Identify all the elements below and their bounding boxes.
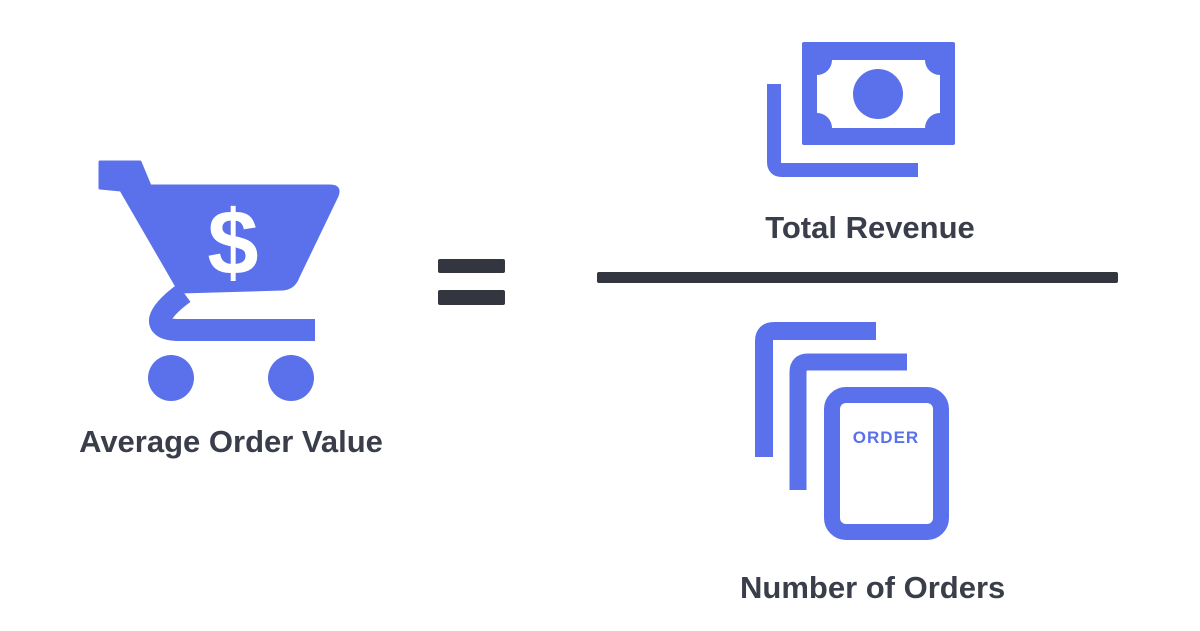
order-sheet-middle <box>789 353 907 490</box>
denominator-label: Number of Orders <box>740 570 1006 605</box>
order-sheet-front <box>824 387 949 540</box>
cart-wheel-left <box>148 355 194 401</box>
cart-basket-shape <box>98 160 340 294</box>
order-documents-icon: ORDER <box>755 322 949 540</box>
money-bills-icon <box>767 42 955 177</box>
fraction-divider-line <box>597 272 1118 283</box>
order-document-title: ORDER <box>853 428 919 447</box>
bill-coin-circle <box>853 69 903 119</box>
numerator-label: Total Revenue <box>765 210 975 245</box>
cart-wheel-right <box>268 355 314 401</box>
order-sheet-back <box>755 322 876 457</box>
equals-bottom-bar <box>438 290 505 305</box>
result-label: Average Order Value <box>79 424 383 459</box>
cart-frame-shape <box>149 284 315 341</box>
equals-top-bar <box>438 259 505 273</box>
shopping-cart-dollar-icon: $ <box>98 160 340 401</box>
cart-dollar-symbol: $ <box>207 192 258 294</box>
bill-corner-notches <box>802 45 955 143</box>
bill-back-shape <box>767 84 918 177</box>
equals-sign <box>438 259 505 305</box>
